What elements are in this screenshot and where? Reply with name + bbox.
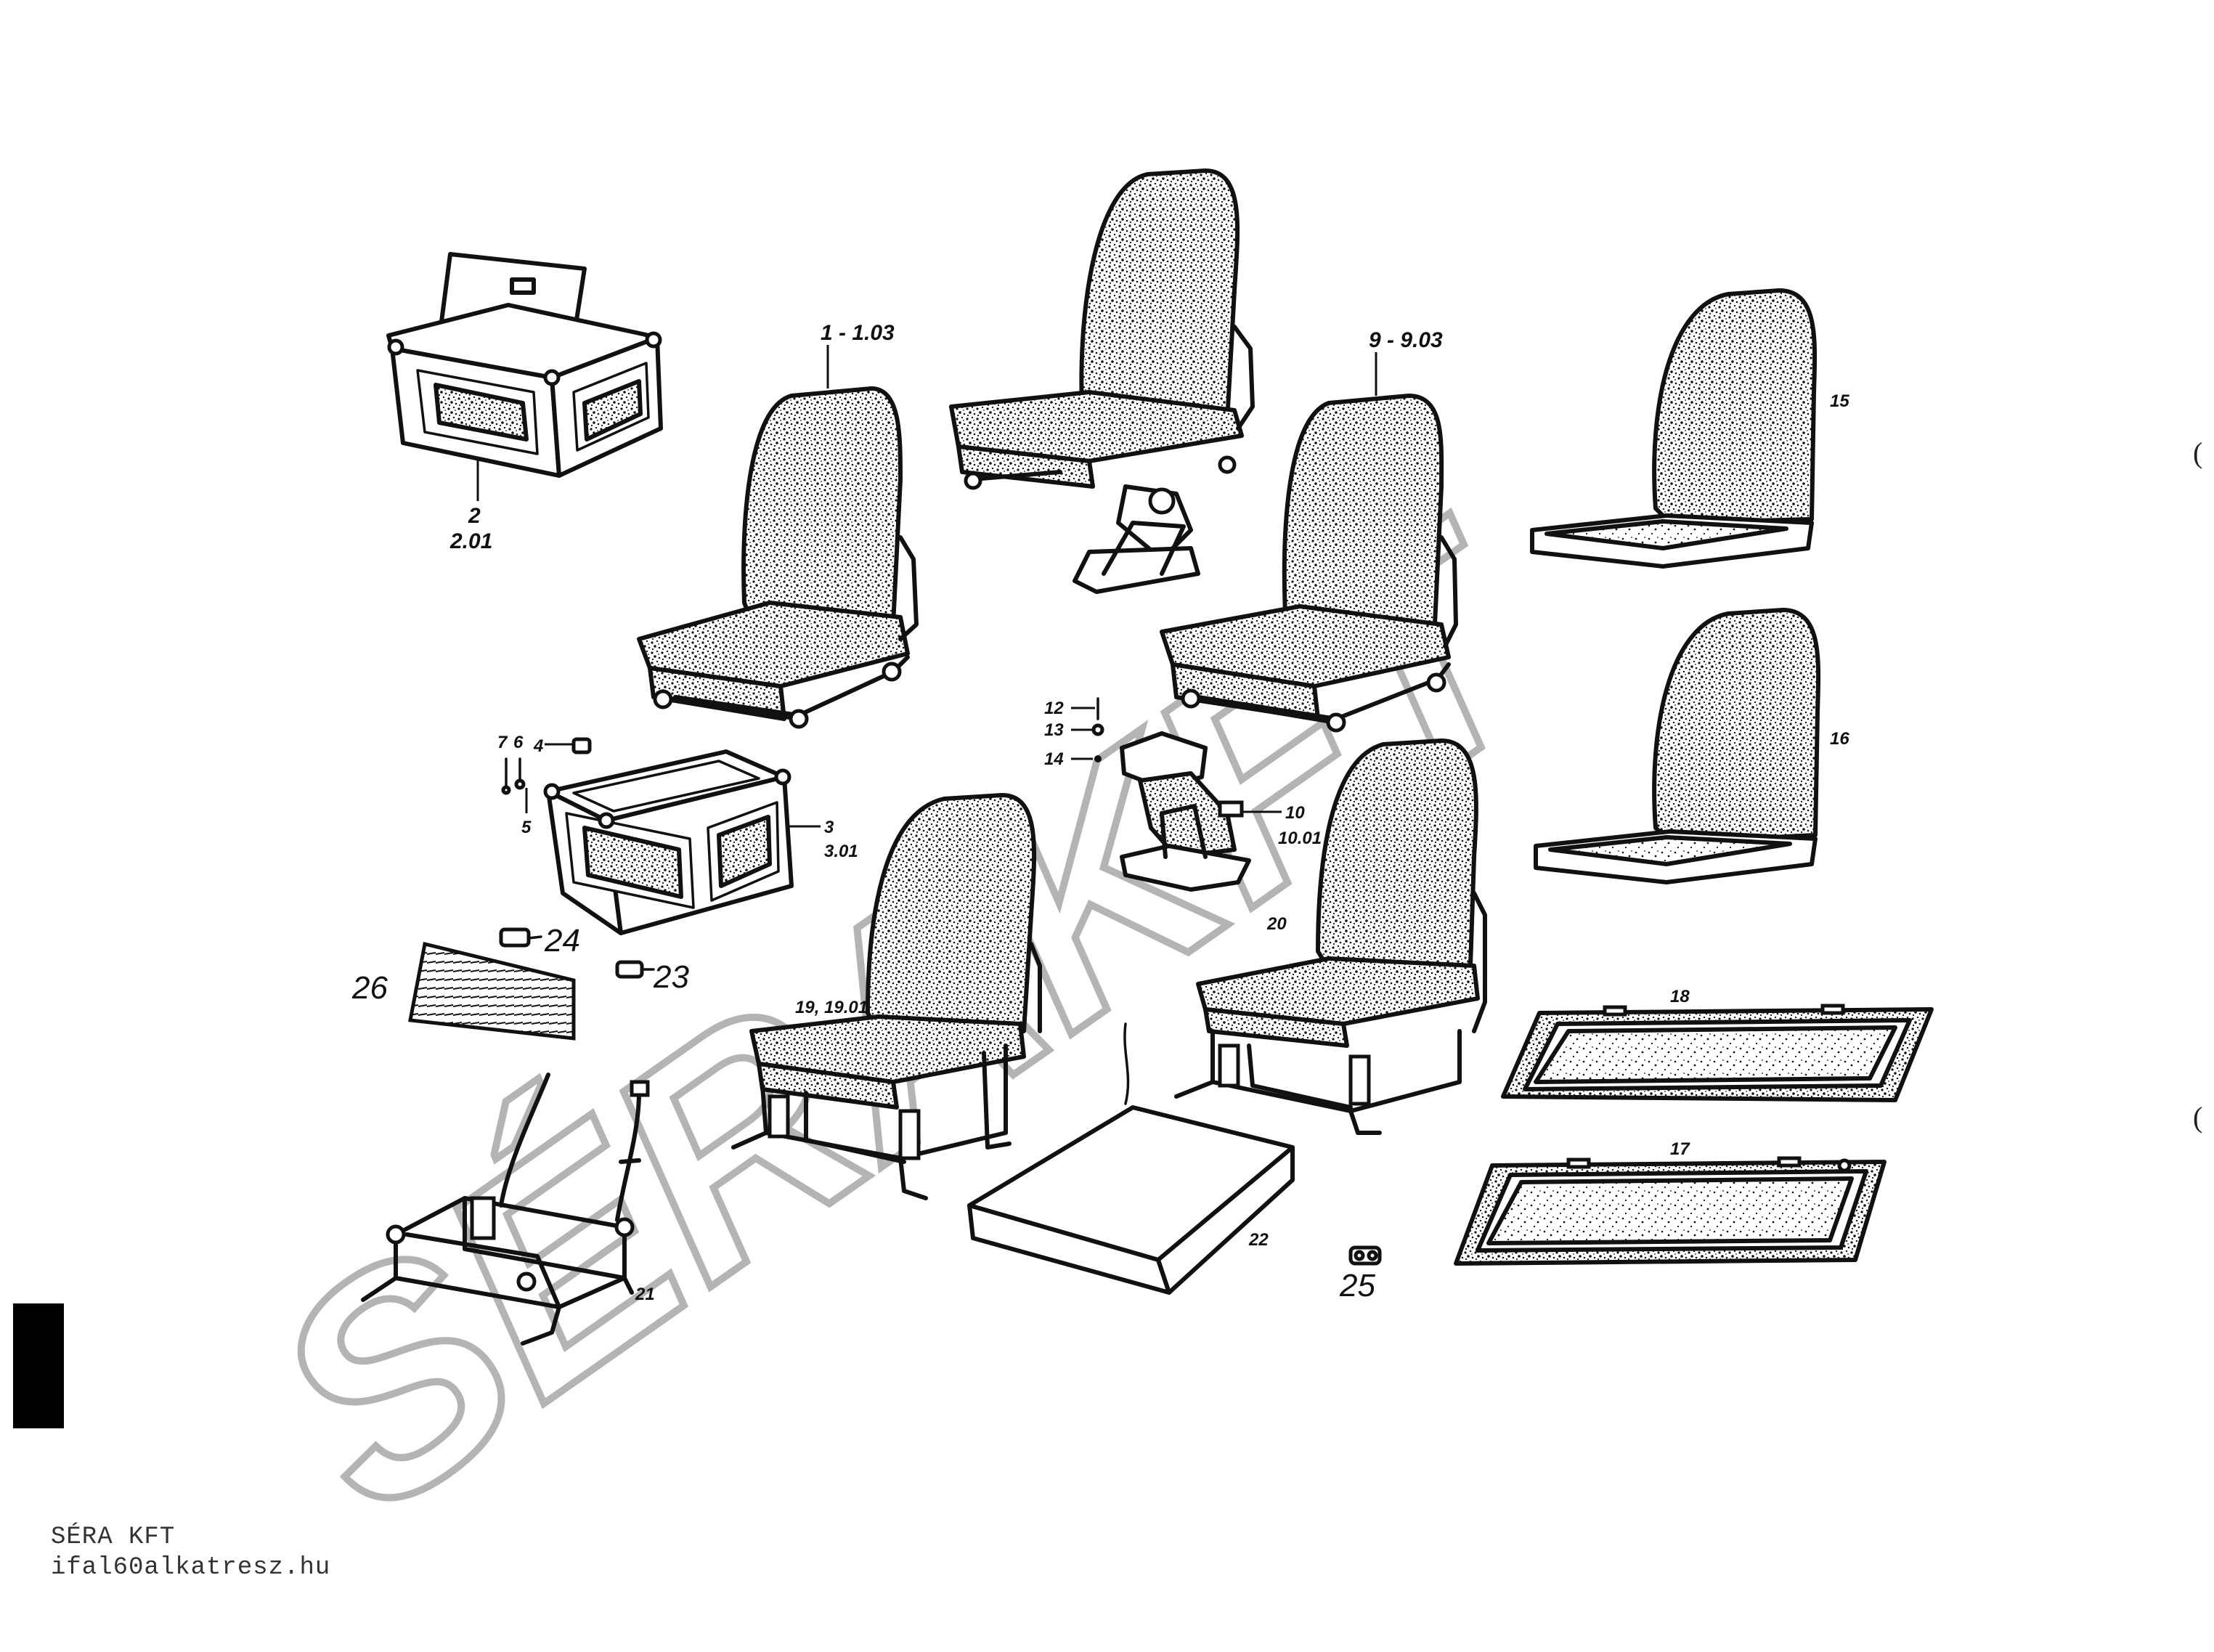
label-part-13: 13 — [1044, 720, 1064, 740]
label-part-4: 4 — [533, 736, 543, 756]
label-part-25: 25 — [1339, 1268, 1375, 1303]
label-part-3: 3 — [824, 818, 834, 837]
edge-mark-top: ( — [2193, 436, 2203, 469]
part-9-seat — [1160, 352, 1458, 733]
label-part-14: 14 — [1044, 749, 1064, 769]
label-part-26: 26 — [351, 970, 388, 1006]
part-tall-seat-with-pedestal — [949, 168, 1255, 594]
label-part-22: 22 — [1248, 1230, 1269, 1250]
label-part-18: 18 — [1670, 987, 1690, 1006]
part-16-seat-cover — [1534, 608, 1821, 884]
footer-company: SÉRA KFT — [51, 1523, 176, 1551]
part-15-seat-cover — [1530, 288, 1818, 569]
label-part-10: 10 — [1285, 803, 1305, 823]
label-part-10-01: 10.01 — [1278, 829, 1322, 848]
part-1-driver-seat — [637, 345, 919, 729]
parts-12-14-fasteners — [1071, 697, 1104, 762]
label-part-19: 19, 19.01 — [795, 998, 868, 1017]
part-24-clip — [499, 927, 542, 948]
part-10-pedestal-bracket — [1120, 731, 1282, 892]
label-part-2-01: 2.01 — [449, 529, 492, 553]
label-part-15: 15 — [1830, 391, 1849, 411]
part-22-foam-block — [967, 1022, 1295, 1295]
label-part-23: 23 — [653, 959, 689, 995]
part-20-seat — [1174, 738, 1487, 1135]
label-part-3-01: 3.01 — [824, 842, 858, 861]
label-part-9: 9 - 9.03 — [1369, 328, 1443, 352]
label-part-2: 2 — [468, 504, 481, 528]
part-17-cushion — [1454, 1156, 1887, 1266]
label-part-6: 6 — [513, 733, 524, 752]
footer-website: ifal60alkatresz.hu — [51, 1554, 331, 1582]
part-3-box — [543, 749, 821, 935]
label-part-24: 24 — [544, 923, 580, 959]
part-23-clip — [615, 960, 655, 979]
part-21-seat-frame — [361, 1073, 650, 1346]
label-part-12: 12 — [1044, 699, 1064, 718]
small-parts-4-7 — [501, 737, 592, 813]
black-edge-tab — [13, 1303, 64, 1428]
part-26-slat-panel — [408, 941, 576, 1041]
label-part-16: 16 — [1830, 729, 1849, 749]
part-2-box-with-lid — [386, 252, 663, 501]
edge-mark-bottom: ( — [2193, 1101, 2203, 1134]
label-part-1: 1 - 1.03 — [821, 321, 895, 345]
label-part-7: 7 — [497, 733, 508, 752]
label-part-5: 5 — [521, 818, 532, 837]
label-part-21: 21 — [635, 1285, 655, 1304]
part-19-seat — [731, 793, 1042, 1200]
part-25-small-bracket — [1348, 1245, 1382, 1266]
label-part-20: 20 — [1266, 914, 1287, 934]
label-part-17: 17 — [1670, 1139, 1690, 1159]
part-18-cushion — [1501, 1004, 1934, 1102]
